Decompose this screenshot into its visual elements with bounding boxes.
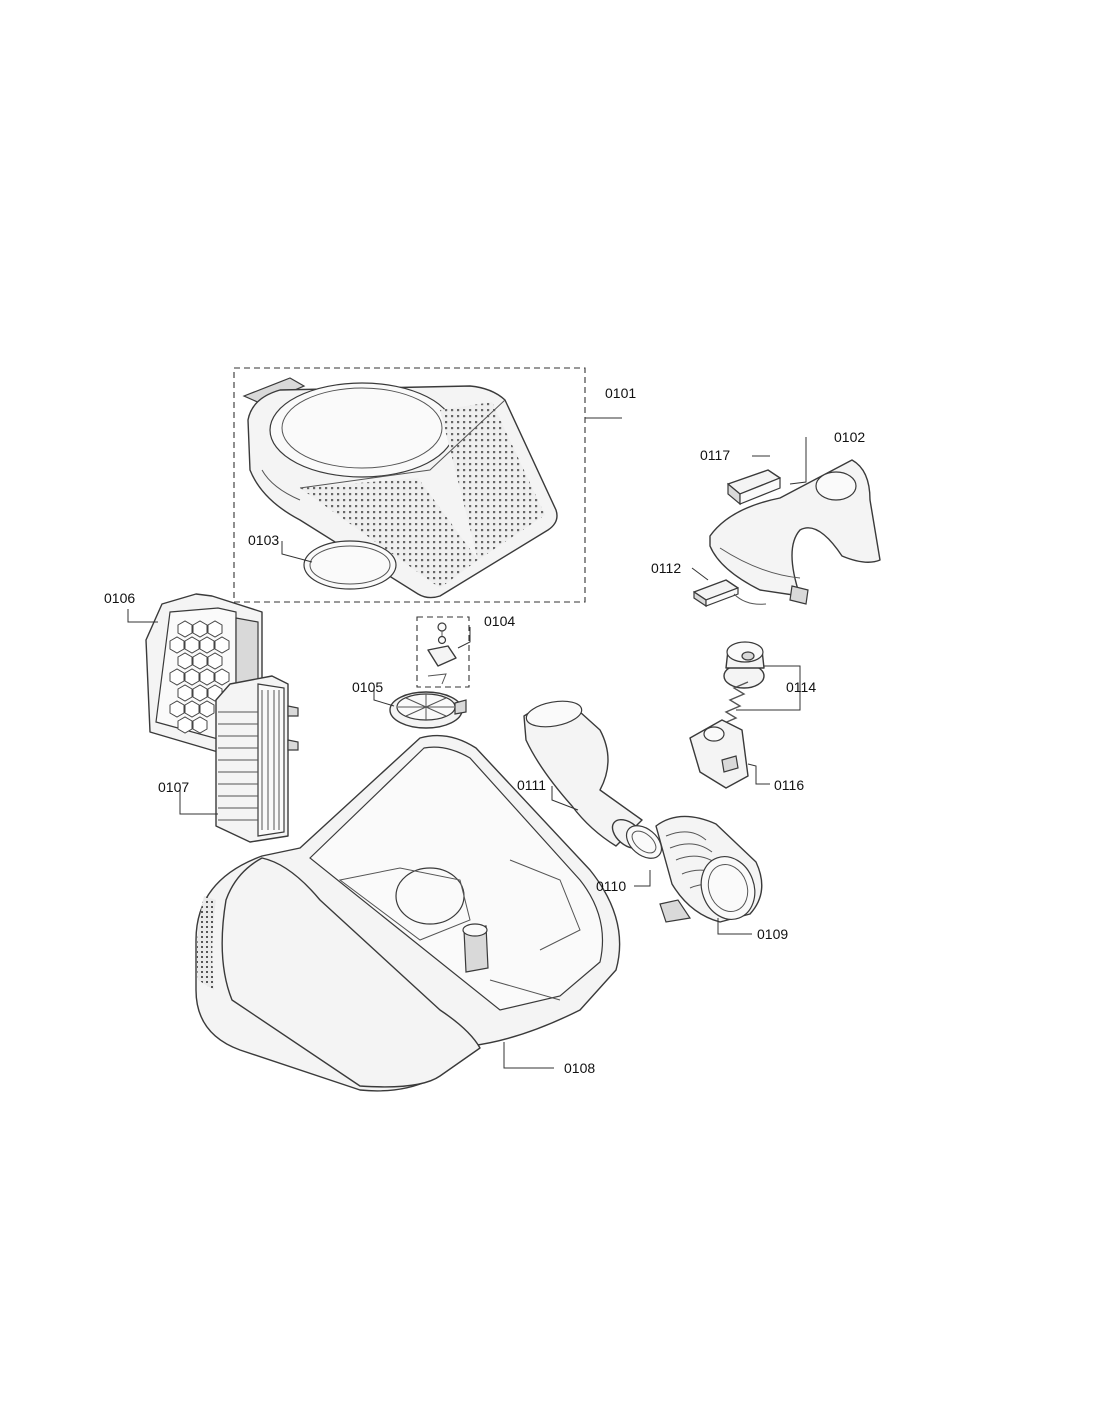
callout-labels: 0101 0102 0117 0103 0112 0106 0104 0105 … xyxy=(104,385,865,1076)
part-0117-latch-block[interactable] xyxy=(727,469,781,506)
hinge-kit-dashed-box xyxy=(416,616,470,688)
spring-coil[interactable] xyxy=(721,681,749,725)
part-0101-cover-lid[interactable] xyxy=(242,377,558,599)
callout-0106: 0106 xyxy=(104,590,135,606)
lid-assembly-group xyxy=(233,367,586,603)
callout-0114: 0114 xyxy=(786,679,816,695)
callout-0117: 0117 xyxy=(700,447,730,463)
callout-0102: 0102 xyxy=(834,429,865,445)
callout-0112: 0112 xyxy=(651,560,681,576)
callout-0116: 0116 xyxy=(774,777,804,793)
lid-assembly-dashed-box xyxy=(233,367,586,603)
part-0105-flap-valve[interactable] xyxy=(389,691,467,729)
part-0103-seal-ring[interactable] xyxy=(303,540,397,590)
part-0110-o-ring[interactable] xyxy=(620,819,667,865)
callout-0104: 0104 xyxy=(484,613,515,629)
part-0102-top-cover[interactable] xyxy=(709,459,881,605)
part-0114-knob[interactable] xyxy=(723,641,765,689)
part-0116-switch-holder[interactable] xyxy=(689,719,749,789)
part-0104-hinge-kit[interactable] xyxy=(416,616,470,688)
callout-0111: 0111 xyxy=(517,777,546,793)
part-0112-catch-button[interactable] xyxy=(693,579,767,608)
callout-0103: 0103 xyxy=(248,532,279,548)
callout-0110: 0110 xyxy=(596,878,626,894)
part-0109-bellows-connector[interactable] xyxy=(655,815,763,926)
callout-0105: 0105 xyxy=(352,679,383,695)
part-0107-pleated-filter[interactable] xyxy=(215,675,299,843)
honeycomb-mesh xyxy=(169,620,230,734)
leader-lines xyxy=(127,417,807,1069)
callout-0109: 0109 xyxy=(757,926,788,942)
callout-0108: 0108 xyxy=(564,1060,595,1076)
part-0108-main-housing[interactable] xyxy=(195,734,621,1092)
callout-0101: 0101 xyxy=(605,385,636,401)
callout-0107: 0107 xyxy=(158,779,189,795)
